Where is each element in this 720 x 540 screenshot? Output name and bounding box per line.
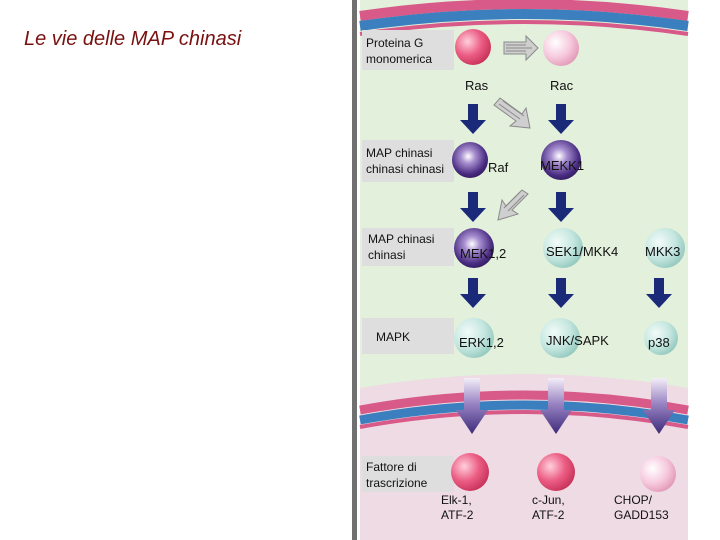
svg-text:Rac: Rac <box>550 78 574 93</box>
svg-text:ERK1,2: ERK1,2 <box>459 335 504 350</box>
arrow-raf-to-mek12 <box>460 192 486 222</box>
arrow-mkk3-to-p38 <box>646 278 672 308</box>
arrow-sek1-to-jnk <box>548 278 574 308</box>
level-label-transcription-factor: Fattore di trascrizione <box>362 456 454 492</box>
svg-text:MAP chinasi: MAP chinasi <box>368 232 434 246</box>
svg-text:GADD153: GADD153 <box>614 508 669 522</box>
svg-text:MKK3: MKK3 <box>645 244 680 259</box>
svg-text:Proteina G: Proteina G <box>366 36 423 50</box>
level-label-mapk: MAPK <box>362 318 454 354</box>
arrow-rac-to-mekk1 <box>548 104 574 134</box>
svg-text:Raf: Raf <box>488 160 509 175</box>
node-jnk-sapk: JNK/SAPK <box>540 318 609 358</box>
arrow-mekk1-to-sek1 <box>548 192 574 222</box>
svg-text:MEK1,2: MEK1,2 <box>460 246 506 261</box>
level-label-g-protein: Proteina G monomerica <box>362 30 454 70</box>
arrow-p38-to-nucleus <box>643 378 675 434</box>
ras-to-rac-arrow <box>503 34 539 62</box>
node-mkk3: MKK3 <box>645 228 685 268</box>
slide-title: Le vie delle MAP chinasi <box>24 28 242 50</box>
node-rac: Rac <box>543 30 579 93</box>
svg-text:ATF-2: ATF-2 <box>441 508 474 522</box>
node-chop-gadd153: CHOP/ GADD153 <box>614 456 676 522</box>
svg-text:Fattore di: Fattore di <box>366 460 417 474</box>
svg-text:c-Jun,: c-Jun, <box>532 493 565 507</box>
svg-text:monomerica: monomerica <box>366 52 432 66</box>
svg-text:JNK/SAPK: JNK/SAPK <box>546 333 609 348</box>
svg-text:SEK1/MKK4: SEK1/MKK4 <box>546 244 618 259</box>
node-mekk1: MEKK1 <box>540 140 584 180</box>
svg-text:chinasi: chinasi <box>368 248 405 262</box>
node-mek12: MEK1,2 <box>454 228 506 268</box>
node-cjun-atf2: c-Jun, ATF-2 <box>532 453 575 522</box>
svg-text:Ras: Ras <box>465 78 489 93</box>
svg-text:p38: p38 <box>648 335 670 350</box>
svg-text:ATF-2: ATF-2 <box>532 508 565 522</box>
level-label-mapkk: MAP chinasi chinasi <box>362 228 454 266</box>
node-p38: p38 <box>644 321 678 355</box>
node-sek1-mkk4: SEK1/MKK4 <box>543 228 618 268</box>
cell-membrane <box>359 0 689 36</box>
arrow-ras-to-raf <box>460 104 486 134</box>
nuclear-membrane <box>359 390 689 429</box>
node-erk12: ERK1,2 <box>454 318 504 358</box>
svg-text:MEKK1: MEKK1 <box>540 158 584 173</box>
mekk1-to-mek12-arrow <box>497 189 529 221</box>
svg-text:chinasi chinasi: chinasi chinasi <box>366 162 444 176</box>
ras-to-mekk1-arrow <box>493 97 531 129</box>
svg-text:MAPK: MAPK <box>376 330 410 344</box>
arrow-jnk-to-nucleus <box>540 378 572 434</box>
level-label-mapkkk: MAP chinasi chinasi chinasi <box>362 140 454 182</box>
node-raf: Raf <box>452 142 509 178</box>
node-elk1-atf2: Elk-1, ATF-2 <box>441 453 489 522</box>
svg-text:trascrizione: trascrizione <box>366 476 428 490</box>
svg-text:Elk-1,: Elk-1, <box>441 493 472 507</box>
node-ras: Ras <box>455 29 491 93</box>
arrow-mek12-to-erk12 <box>460 278 486 308</box>
arrow-erk12-to-nucleus <box>456 378 488 434</box>
svg-text:CHOP/: CHOP/ <box>614 493 653 507</box>
svg-text:MAP chinasi: MAP chinasi <box>366 146 432 160</box>
